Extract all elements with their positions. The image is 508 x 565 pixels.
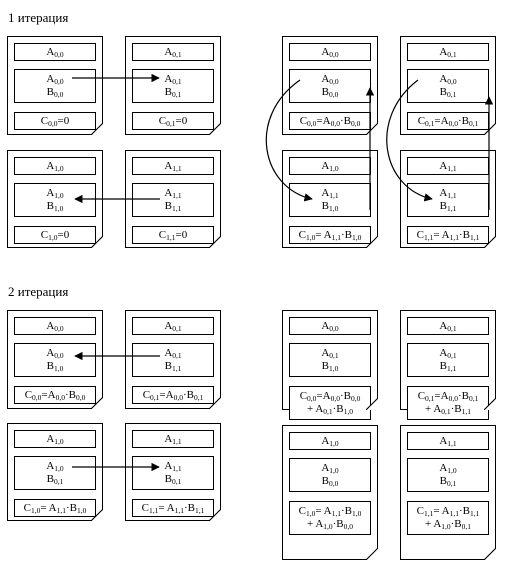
matrix-c-block: C1,0= A1,1·B1,0+ A1,0·B0,0 (289, 501, 371, 535)
matrix-c-block: C0,1=A0,0·B0,1 (132, 386, 214, 404)
page-fold-icon (366, 548, 378, 560)
matrix-a-block: A1,0 (14, 430, 96, 448)
matrix-a-block: A1,1 (132, 430, 214, 448)
matrix-c-block: C0,0=A0,0·B0,0+ A0,1·B1,0 (289, 386, 371, 420)
page-fold-icon (209, 509, 221, 521)
matrix-a-block: A0,1 (132, 43, 214, 61)
matrix-a-block: A0,0 (289, 317, 371, 335)
page-fold-icon (91, 509, 103, 521)
matrix-a-block: A1,0 (14, 157, 96, 175)
matrix-a-block: A0,0 (289, 43, 371, 61)
matrix-a-block: A0,1 (132, 317, 214, 335)
iteration-2-heading: 2 итерация (8, 284, 69, 299)
matrix-c-block: C1,0= A1,1·B1,0 (14, 499, 96, 517)
matrix-a-block: A1,1 (407, 157, 489, 175)
page-fold-icon (91, 397, 103, 409)
page-fold-icon (366, 236, 378, 248)
matrix-c-block: C0,1=0 (132, 112, 214, 130)
page-fold-icon (209, 123, 221, 135)
page-fold-icon (484, 123, 496, 135)
page-fold-icon (366, 398, 378, 410)
page-fold-icon (484, 398, 496, 410)
matrix-a-block: A0,1 (407, 43, 489, 61)
page-fold-icon (366, 123, 378, 135)
matrix-c-block: C1,1= A1,1·B1,1 (132, 499, 214, 517)
matrix-a-block: A1,1 (407, 432, 489, 450)
iteration-1-heading: 1 итерация (8, 10, 69, 25)
matrix-a-block: A1,0 (289, 432, 371, 450)
matrix-a-block: A0,0 (14, 43, 96, 61)
matrix-c-block: C1,1= A1,1·B1,1 (407, 226, 489, 244)
page-fold-icon (484, 236, 496, 248)
matrix-a-block: A0,0 (14, 317, 96, 335)
matrix-c-block: C0,1=A0,0·B0,1+ A0,1·B1,1 (407, 386, 489, 420)
matrix-c-block: C1,0= A1,1·B1,0 (289, 226, 371, 244)
matrix-c-block: C0,0=A0,0·B0,0 (289, 112, 371, 130)
page-fold-icon (484, 548, 496, 560)
matrix-a-block: A1,0 (289, 157, 371, 175)
matrix-a-block: A0,1 (407, 317, 489, 335)
matrix-c-block: C0,0=A0,0·B0,0 (14, 386, 96, 404)
matrix-c-block: C0,0=0 (14, 112, 96, 130)
page-fold-icon (91, 236, 103, 248)
matrix-c-block: C0,1=A0,0·B0,1 (407, 112, 489, 130)
matrix-c-block: C1,0=0 (14, 226, 96, 244)
page-fold-icon (91, 123, 103, 135)
matrix-c-block: C1,1=0 (132, 226, 214, 244)
page-fold-icon (209, 397, 221, 409)
page-fold-icon (209, 236, 221, 248)
matrix-a-block: A1,1 (132, 157, 214, 175)
matrix-c-block: C1,1= A1,1·B1,1+ A1,0·B0,1 (407, 501, 489, 535)
